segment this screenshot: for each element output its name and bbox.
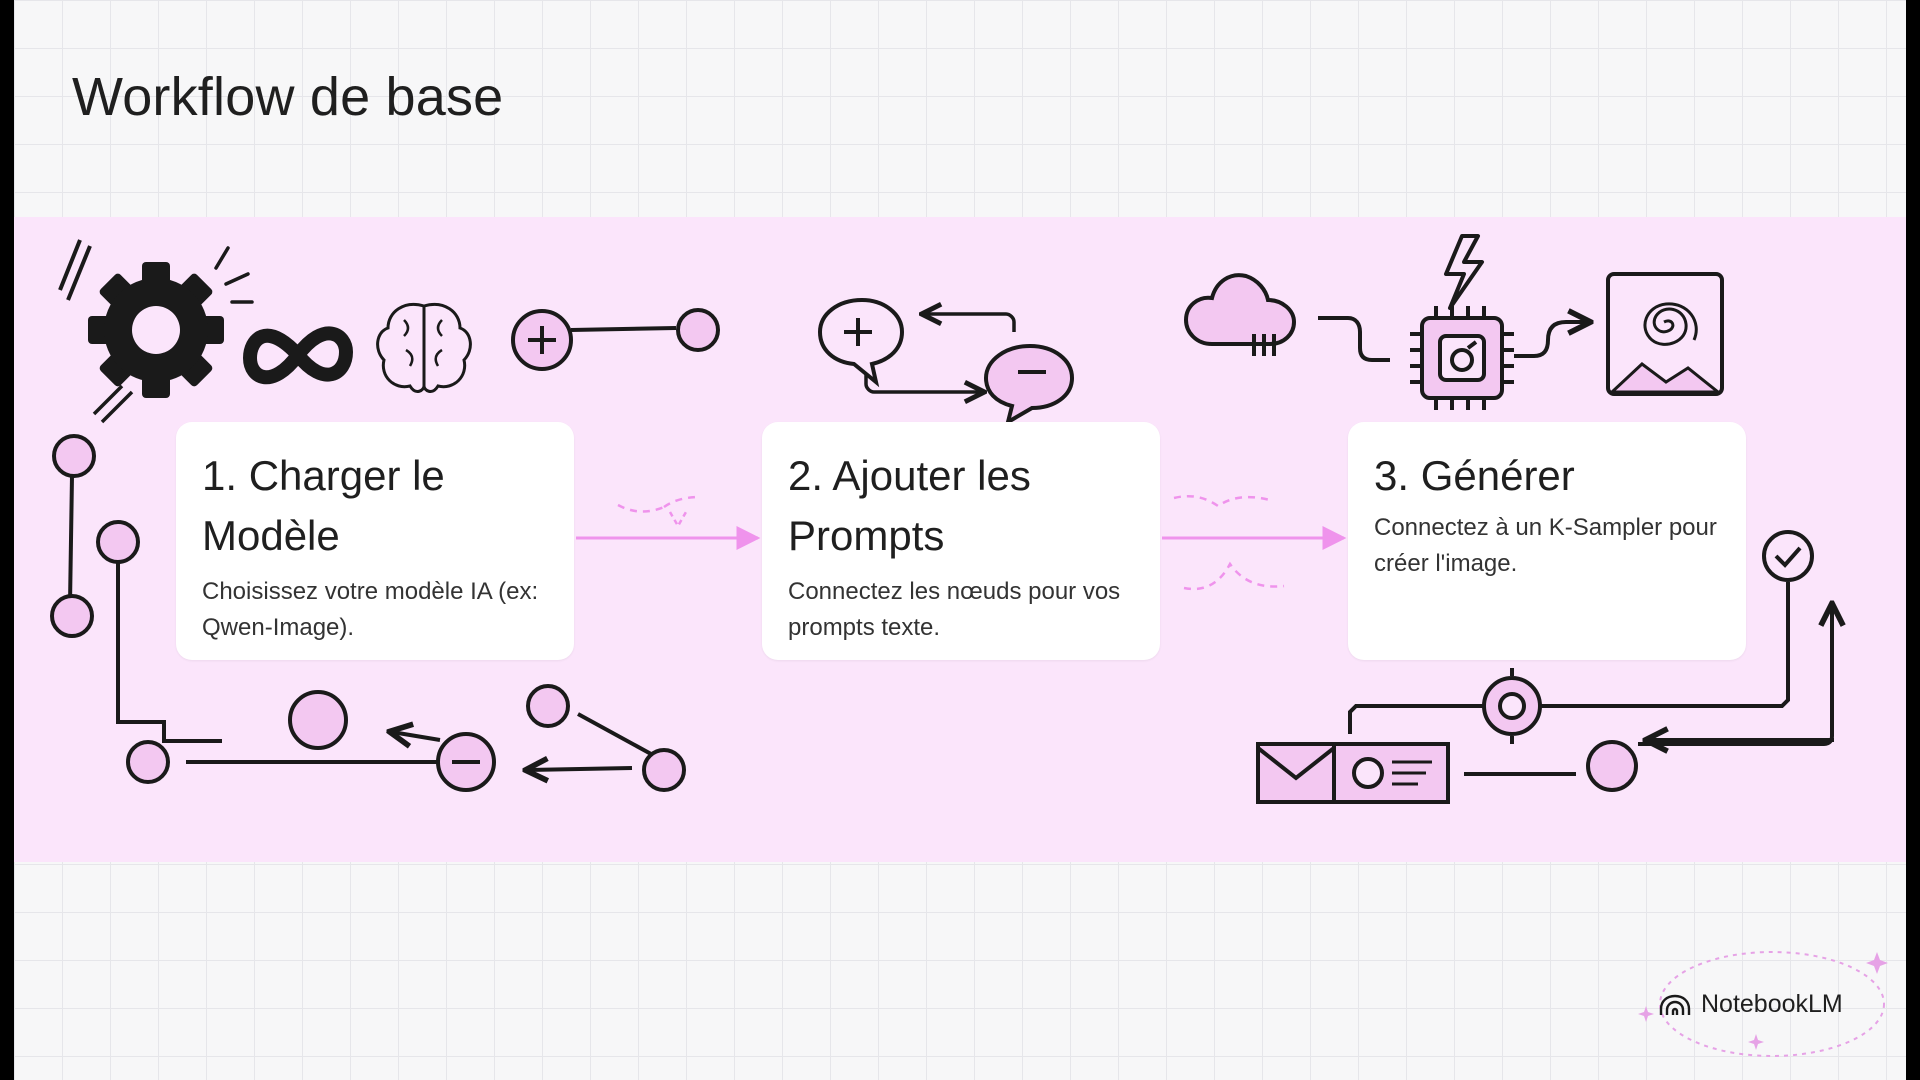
connector-1-2 [576,495,761,550]
speech-bubble-minus-icon [983,343,1075,427]
image-icon [1606,272,1724,396]
slide-title: Workflow de base [72,67,504,127]
lightning-icon [1444,234,1484,310]
brain-icon [376,303,472,393]
swap-arrows [864,314,1016,392]
step-card-2: 2. Ajouter les Prompts Connectez les nœu… [762,422,1160,660]
step-title: 1. Charger le Modèle [202,452,445,559]
step-description: Choisissez votre modèle IA (ex: Qwen-Ima… [202,578,539,641]
brand-label: NotebookLM [1701,990,1843,1018]
step-card-3: 3. Générer Connectez à un K-Sampler pour… [1348,422,1746,660]
notebooklm-badge-frame [1638,951,1888,1057]
add-node-icon [511,308,720,371]
workflow-illustration [50,234,1888,1057]
envelope-icon [1256,742,1336,804]
step-description: Connectez les nœuds pour vos prompts tex… [788,578,1121,641]
speech-bubble-plus-icon [817,297,905,388]
step-card-1: 1. Charger le Modèle Choisissez votre mo… [176,422,574,660]
chip-icon [1410,306,1588,410]
step-description: Connectez à un K-Sampler pour créer l'im… [1374,514,1717,577]
connector-2-3 [1162,495,1347,591]
notebooklm-logo-icon [1659,994,1691,1015]
check-circle-icon [1348,530,1814,734]
infinity-icon [243,326,353,385]
step-title: 3. Générer [1374,452,1575,499]
target-icon [1474,668,1550,744]
bottom-left-nodes [126,684,686,792]
cloud-icon [1183,273,1390,362]
step-title: 2. Ajouter les Prompts [788,452,1031,559]
gear-icon [58,239,254,424]
bottom-right-node [1464,740,1638,792]
return-arrow [1638,606,1834,744]
left-node-tree [50,434,222,743]
id-card-icon [1332,742,1450,804]
slide: Workflow de base [14,0,1906,1080]
